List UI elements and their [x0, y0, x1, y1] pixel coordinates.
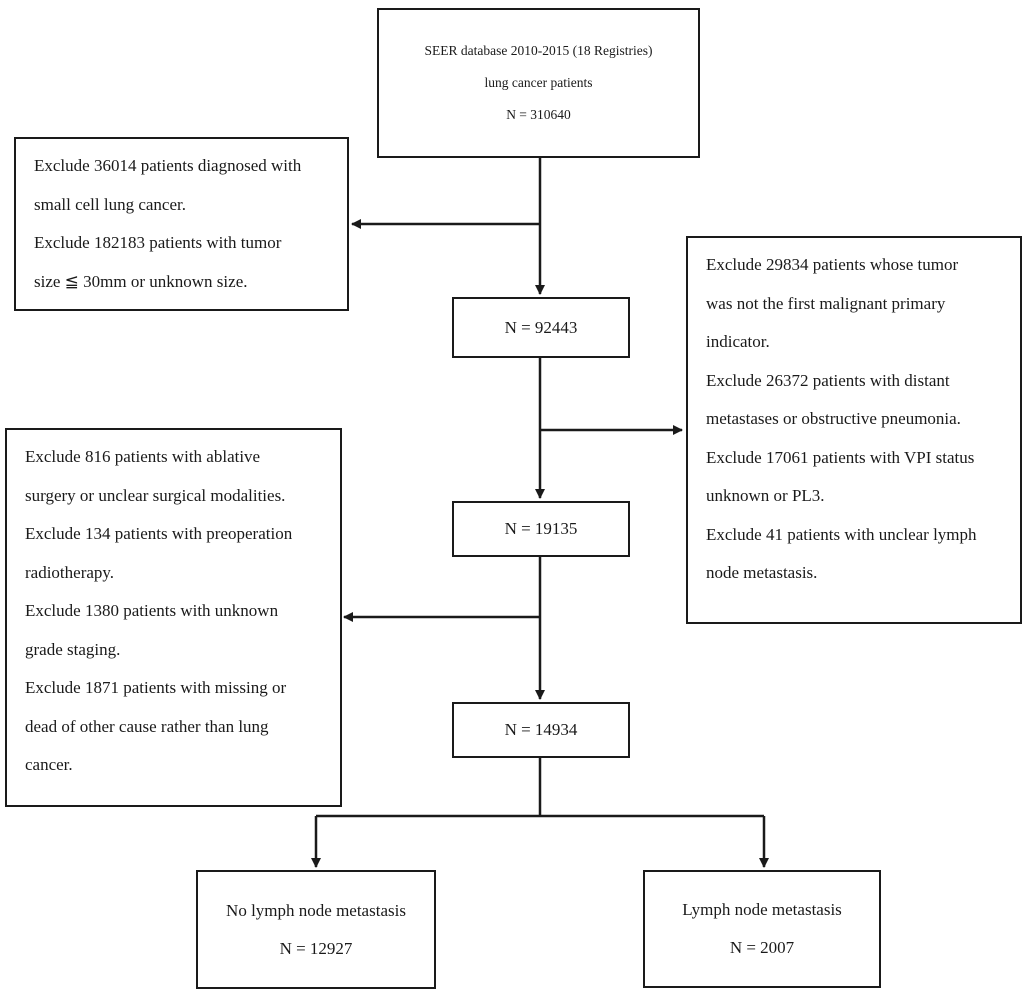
exclusion-2-line-1: Exclude 29834 patients whose tumor [706, 255, 959, 274]
exclusion-3-line-9: cancer. [25, 755, 73, 774]
outcome-left-title: No lymph node metastasis [226, 900, 406, 920]
count-box-14934: N = 14934 [452, 702, 630, 758]
exclusion-3-line-5: Exclude 1380 patients with unknown [25, 601, 279, 620]
source-line-3: N = 310640 [506, 107, 571, 122]
exclusion-1-line-4: size ≦ 30mm or unknown size. [34, 271, 248, 291]
exclusion-box-3: Exclude 816 patients with ablative surge… [5, 428, 342, 807]
outcome-right-count: N = 2007 [729, 938, 795, 957]
exclusion-2-line-6: Exclude 17061 patients with VPI status [706, 447, 975, 467]
exclusion-2-line-4: Exclude 26372 patients with distant [706, 370, 950, 390]
exclusion-2-line-9: node metastasis. [706, 563, 818, 582]
source-box: SEER database 2010-2015 (18 Registries) … [377, 8, 700, 158]
exclusion-1-line-2: small cell lung cancer. [34, 194, 186, 214]
outcome-left-count: N = 12927 [279, 938, 353, 958]
exclusion-3-line-6: grade staging. [25, 639, 121, 659]
exclusion-3-line-7: Exclude 1871 patients with missing or [25, 678, 287, 697]
count-3-label: N = 14934 [504, 720, 578, 739]
source-line-1: SEER database 2010-2015 (18 Registries) [424, 43, 653, 58]
exclusion-3-line-3: Exclude 134 patients with preoperation [25, 524, 293, 543]
count-1-label: N = 92443 [504, 317, 578, 337]
exclusion-3-line-1: Exclude 816 patients with ablative [25, 447, 261, 466]
exclusion-2-line-2: was not the first malignant primary [706, 293, 946, 313]
count-box-19135: N = 19135 [452, 501, 630, 557]
exclusion-3-line-4: radiotherapy. [25, 562, 115, 582]
count-2-label: N = 19135 [504, 519, 578, 538]
outcome-no-metastasis-box: No lymph node metastasis N = 12927 [196, 870, 436, 989]
exclusion-3-line-8: dead of other cause rather than lung [25, 716, 269, 736]
exclusion-2-line-7: unknown or PL3. [706, 486, 825, 505]
exclusion-3-line-2: surgery or unclear surgical modalities. [25, 485, 286, 505]
exclusion-1-line-1: Exclude 36014 patients diagnosed with [34, 156, 302, 175]
source-line-2: lung cancer patients [484, 75, 593, 90]
exclusion-2-line-5: metastases or obstructive pneumonia. [706, 409, 961, 428]
exclusion-1-line-3: Exclude 182183 patients with tumor [34, 233, 282, 252]
outcome-metastasis-box: Lymph node metastasis N = 2007 [643, 870, 881, 988]
exclusion-box-2: Exclude 29834 patients whose tumor was n… [686, 236, 1022, 624]
exclusion-box-1: Exclude 36014 patients diagnosed with sm… [14, 137, 349, 311]
count-box-92443: N = 92443 [452, 297, 630, 358]
outcome-right-title: Lymph node metastasis [682, 900, 842, 919]
exclusion-2-line-8: Exclude 41 patients with unclear lymph [706, 524, 977, 544]
exclusion-2-line-3: indicator. [706, 332, 770, 351]
